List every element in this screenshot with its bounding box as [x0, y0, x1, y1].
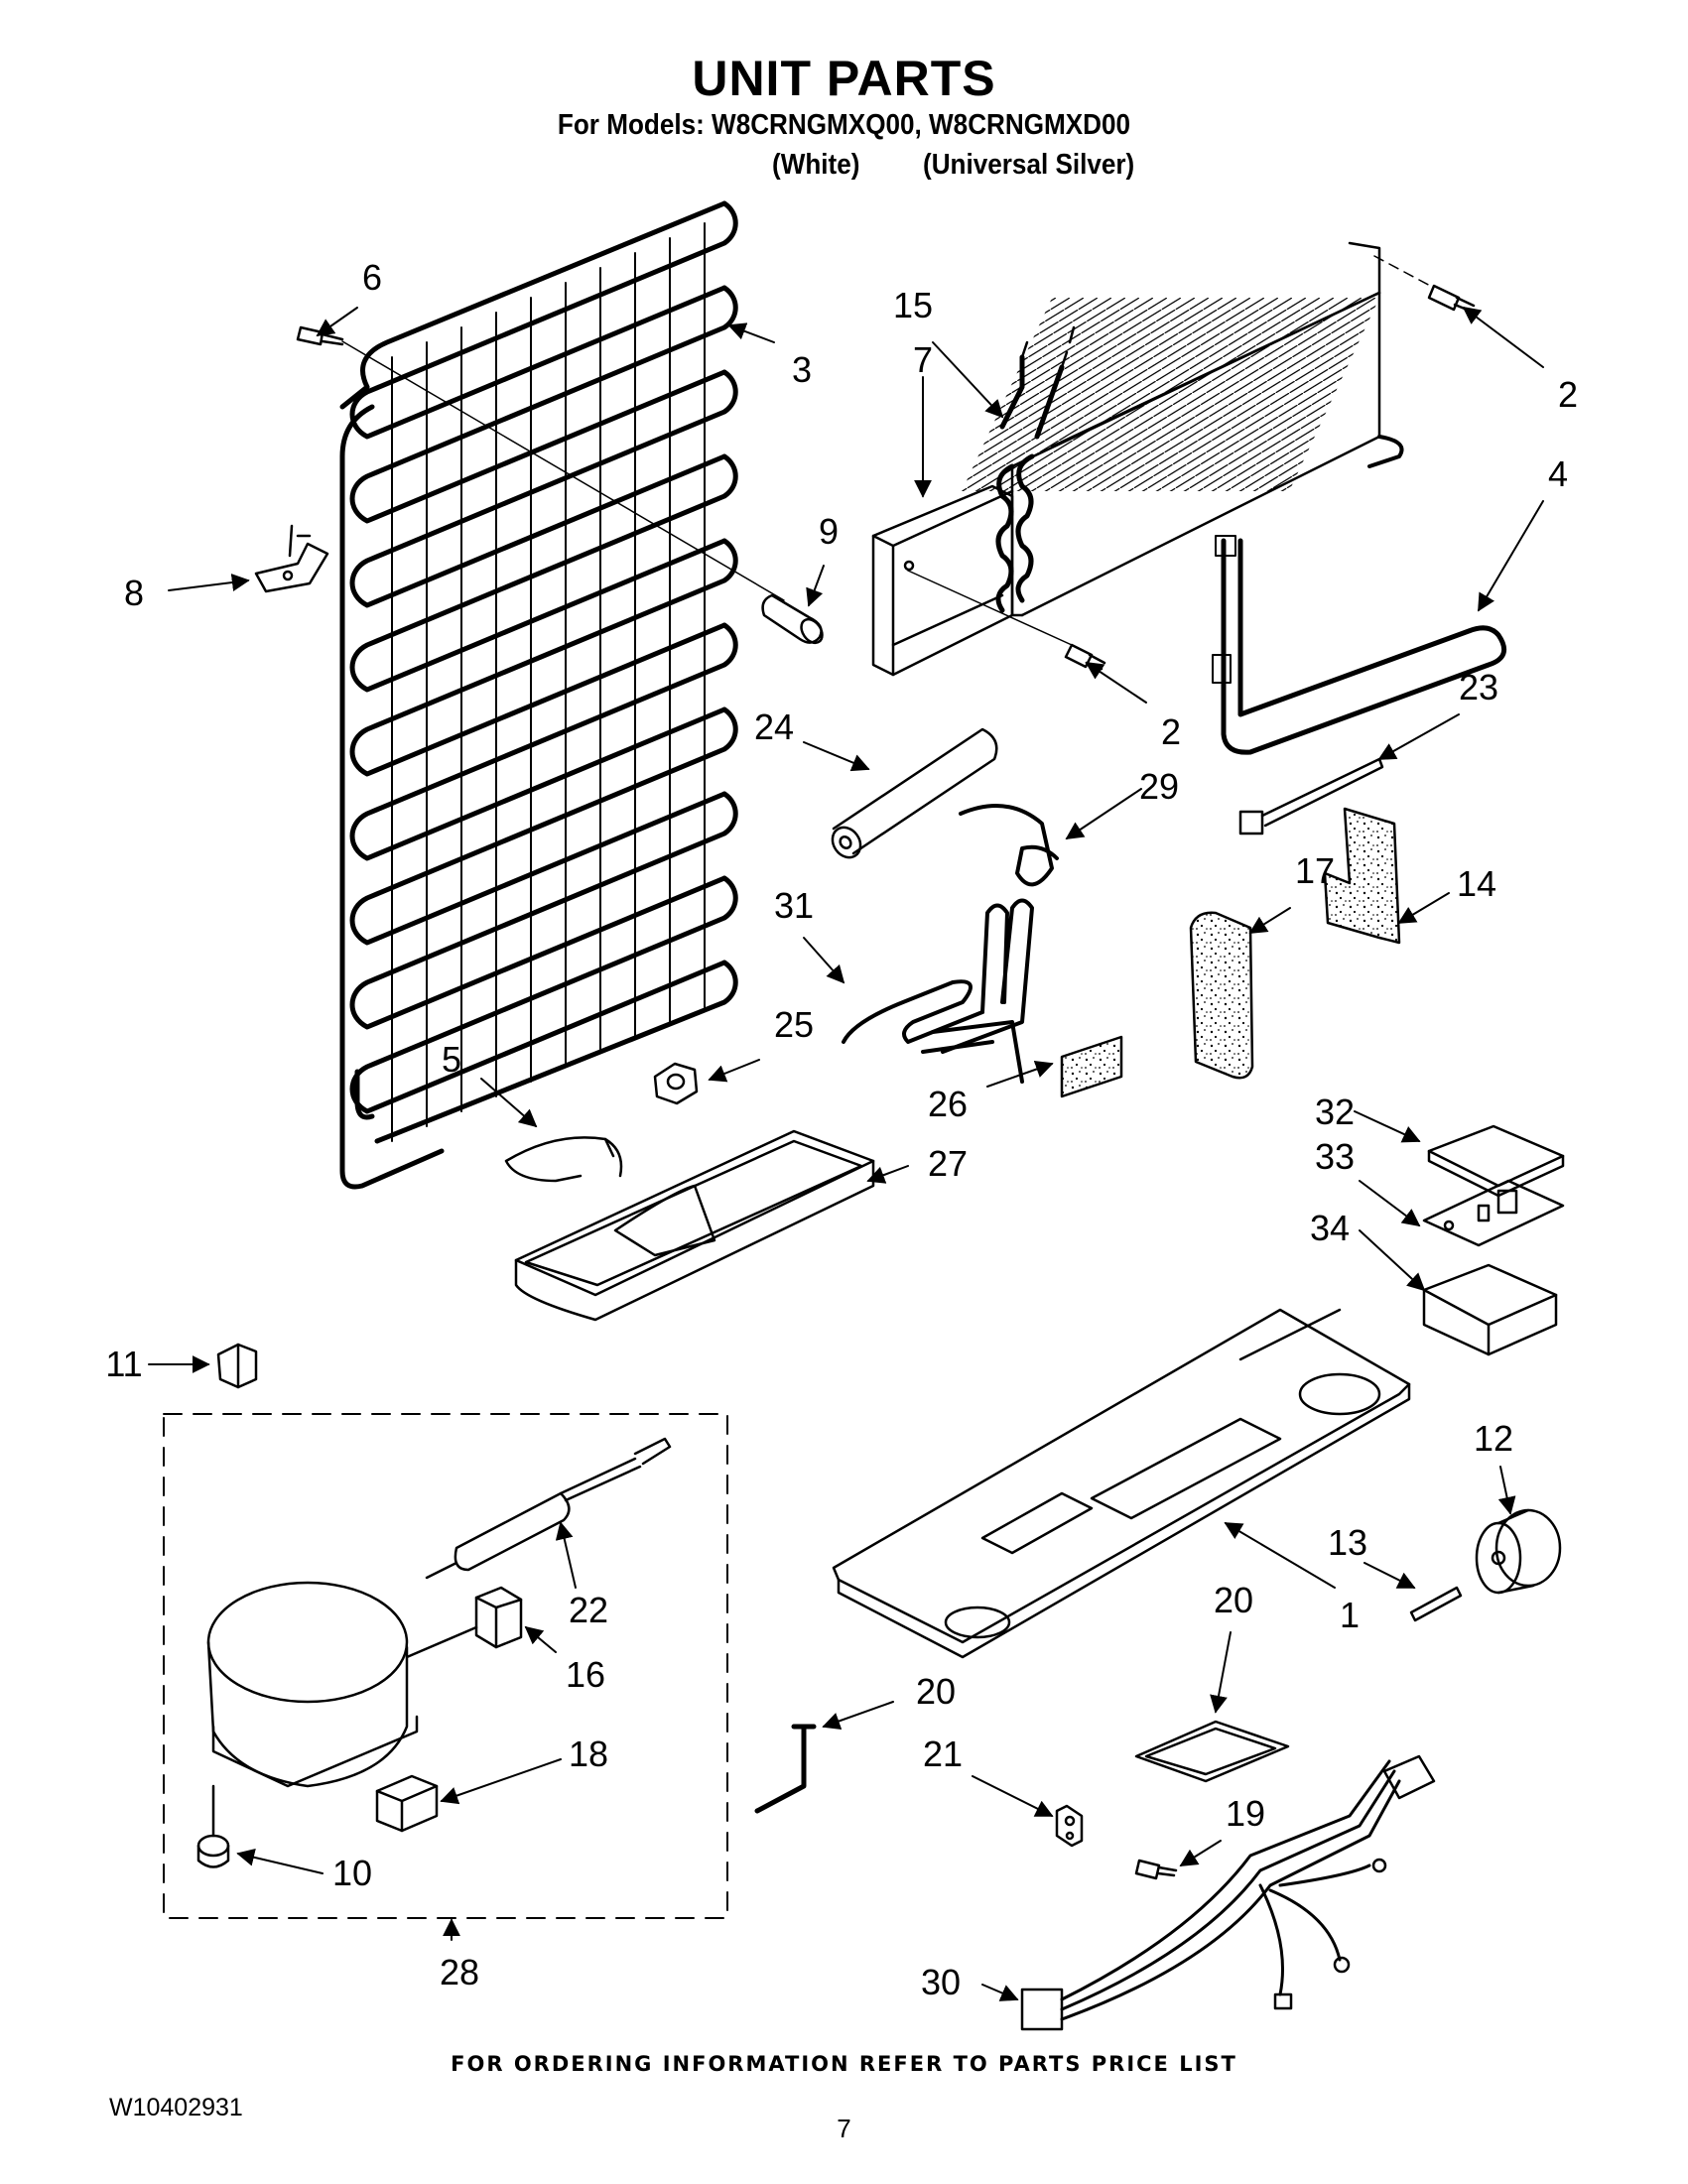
foam-pad-26 — [1060, 1035, 1123, 1098]
cable-tie-23 — [1238, 757, 1384, 835]
callout-21: 21 — [923, 1734, 963, 1774]
screw-19 — [1134, 1859, 1178, 1880]
wire-harness-30 — [1020, 1754, 1436, 2031]
condenser-coil — [339, 200, 738, 1190]
enclosure-34 — [1422, 1263, 1558, 1356]
callout-20-label: 20 — [1214, 1580, 1253, 1620]
drier-22 — [425, 1437, 672, 1580]
callout-33: 33 — [1315, 1136, 1355, 1177]
screw-2-mid — [1064, 643, 1106, 671]
callout-11: 11 — [105, 1344, 142, 1384]
tubing-31 — [842, 898, 1034, 1084]
insulation-17 — [1189, 911, 1254, 1080]
callout-1: 1 — [1340, 1595, 1360, 1635]
screw-2-top — [1373, 255, 1476, 314]
callout-13: 13 — [1328, 1522, 1367, 1563]
callout-22: 22 — [569, 1590, 608, 1630]
compressor-28 — [206, 1581, 419, 1788]
page-number: 7 — [837, 2114, 851, 2143]
cover-32 — [1427, 1124, 1565, 1198]
capacitor-18 — [375, 1774, 439, 1833]
callout-32: 32 — [1315, 1092, 1355, 1132]
variant-universal-silver: (Universal Silver) — [923, 149, 1135, 181]
callout-20-tube: 20 — [916, 1671, 956, 1712]
clip-11 — [216, 1343, 258, 1389]
callout-2-mid: 2 — [1161, 711, 1181, 752]
mounting-tray-1 — [832, 1308, 1411, 1659]
callout-7: 7 — [913, 339, 933, 380]
tube-20 — [754, 1724, 817, 1814]
wire-29 — [959, 804, 1059, 887]
ordering-note: FOR ORDERING INFORMATION REFER TO PARTS … — [451, 2052, 1237, 2076]
fan-12 — [1475, 1508, 1562, 1595]
callout-8: 8 — [124, 573, 144, 613]
bracket-8 — [254, 524, 329, 593]
clip-5 — [504, 1136, 623, 1183]
callout-28: 28 — [440, 1952, 479, 1992]
callout-14: 14 — [1457, 863, 1496, 904]
callout-2-top: 2 — [1558, 374, 1578, 415]
callout-12: 12 — [1474, 1418, 1513, 1459]
nut-25 — [653, 1062, 699, 1105]
page-title: UNIT PARTS — [692, 51, 996, 106]
label-20 — [1134, 1720, 1290, 1783]
callout-15: 15 — [893, 285, 933, 325]
callout-29: 29 — [1139, 766, 1179, 807]
callout-18: 18 — [569, 1734, 608, 1774]
models-line: For Models: W8CRNGMXQ00, W8CRNGMXD00 — [557, 109, 1131, 141]
drain-pan-27 — [514, 1129, 875, 1322]
variant-white: (White) — [772, 149, 860, 181]
document-number: W10402931 — [109, 2094, 243, 2121]
callout-31: 31 — [774, 885, 814, 926]
callout-26: 26 — [928, 1084, 968, 1124]
defrost-heater-4 — [1212, 535, 1507, 755]
tube-24 — [831, 727, 998, 859]
callout-3: 3 — [792, 349, 812, 390]
callout-9: 9 — [819, 511, 839, 552]
callout-25: 25 — [774, 1004, 814, 1045]
callout-17: 17 — [1295, 850, 1335, 891]
callout-27: 27 — [928, 1143, 968, 1184]
plug-9 — [761, 593, 824, 645]
callout-5: 5 — [442, 1039, 461, 1080]
relay-16 — [405, 1586, 523, 1659]
bracket-21 — [1055, 1804, 1084, 1848]
callout-30: 30 — [921, 1962, 961, 2002]
evaporator — [871, 241, 1404, 677]
callout-10: 10 — [332, 1853, 372, 1893]
pin-13 — [1409, 1586, 1463, 1622]
grommet-10 — [196, 1784, 230, 1868]
callout-24: 24 — [754, 707, 794, 747]
callout-34: 34 — [1310, 1208, 1350, 1248]
callout-16: 16 — [566, 1654, 605, 1695]
callout-23: 23 — [1459, 667, 1498, 707]
insulation-14 — [1323, 807, 1401, 945]
callout-4: 4 — [1548, 453, 1568, 494]
callout-6: 6 — [362, 257, 382, 298]
callout-19: 19 — [1226, 1793, 1265, 1834]
control-board-33 — [1422, 1179, 1565, 1247]
